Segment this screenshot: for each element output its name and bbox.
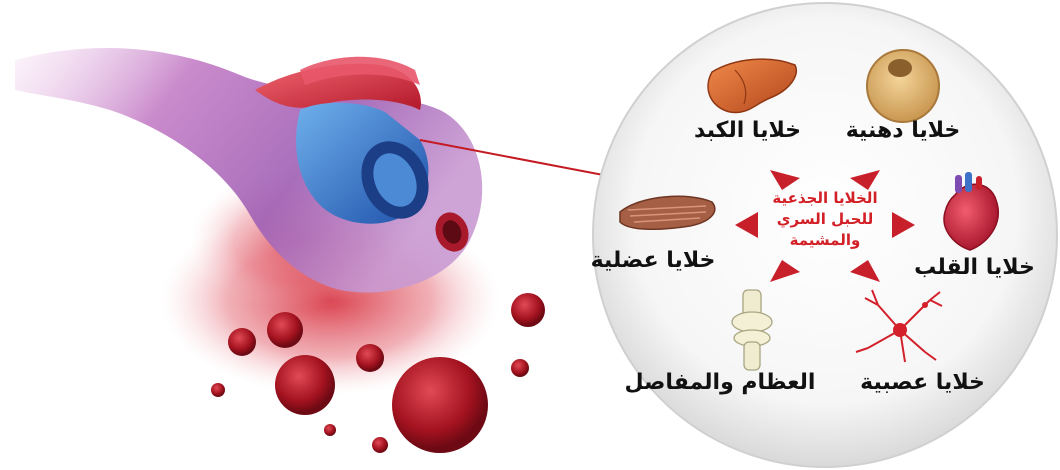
blood-cell bbox=[324, 424, 336, 436]
blood-cell bbox=[372, 437, 388, 453]
blood-cell bbox=[511, 359, 529, 377]
fat-cell-icon bbox=[867, 50, 939, 122]
label-muscle-cells: خلايا عضلية bbox=[583, 248, 723, 273]
label-nerve-cells: خلايا عصبية bbox=[850, 370, 995, 395]
umbilical-cord-illustration bbox=[15, 48, 545, 453]
center-title-line-2: للحبل السري bbox=[760, 209, 890, 230]
blood-cell bbox=[275, 355, 335, 415]
blood-cell bbox=[356, 344, 384, 372]
blood-cell bbox=[211, 383, 225, 397]
center-title-line-1: الخلايا الجذعية bbox=[760, 188, 890, 209]
center-title: الخلايا الجذعية للحبل السري والمشيمة bbox=[760, 188, 890, 251]
label-liver-cells: خلايا الكبد bbox=[680, 118, 815, 143]
label-adipose-cells: خلايا دهنية bbox=[838, 118, 968, 143]
blood-cell bbox=[392, 357, 488, 453]
blood-cell bbox=[511, 293, 545, 327]
center-title-line-3: والمشيمة bbox=[760, 230, 890, 251]
blood-cell bbox=[228, 328, 256, 356]
blood-cell bbox=[267, 312, 303, 348]
label-bones-joints: العظام والمفاصل bbox=[620, 370, 820, 395]
label-heart-cells: خلايا القلب bbox=[912, 255, 1037, 280]
